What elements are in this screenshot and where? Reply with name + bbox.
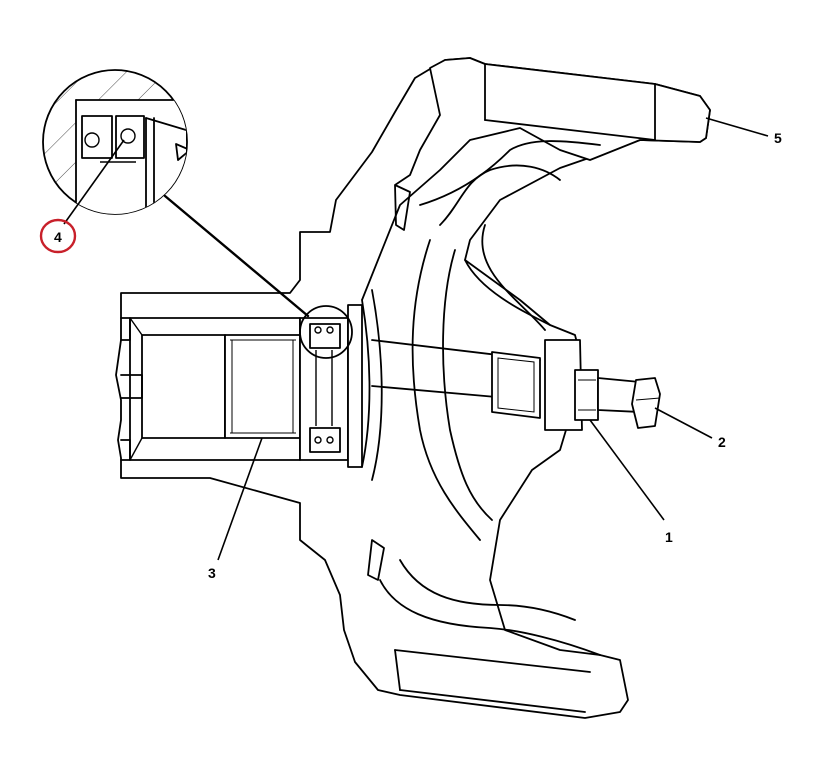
callout-4: 4 <box>54 229 62 245</box>
detail-marker-circle <box>299 305 353 359</box>
bolt-part-2 <box>597 377 661 429</box>
callout-4-highlight-circle <box>39 218 77 254</box>
leader-3 <box>217 437 263 561</box>
sleeve-part-3 <box>224 334 301 439</box>
callout-2: 2 <box>718 434 726 450</box>
nut-part-1 <box>544 339 599 431</box>
seal-assembly <box>299 304 363 468</box>
callout-labels: 1 2 3 4 5 <box>39 130 782 581</box>
leader-4 <box>63 139 125 225</box>
callout-3: 3 <box>208 565 216 581</box>
leader-1 <box>589 419 665 521</box>
callout-5: 5 <box>774 130 782 146</box>
detail-enlargement <box>42 69 310 318</box>
leader-lines <box>63 117 769 561</box>
callout-1: 1 <box>665 529 673 545</box>
leader-2 <box>654 407 713 439</box>
yoke-body-part-5 <box>361 57 711 713</box>
leader-5 <box>705 117 769 137</box>
